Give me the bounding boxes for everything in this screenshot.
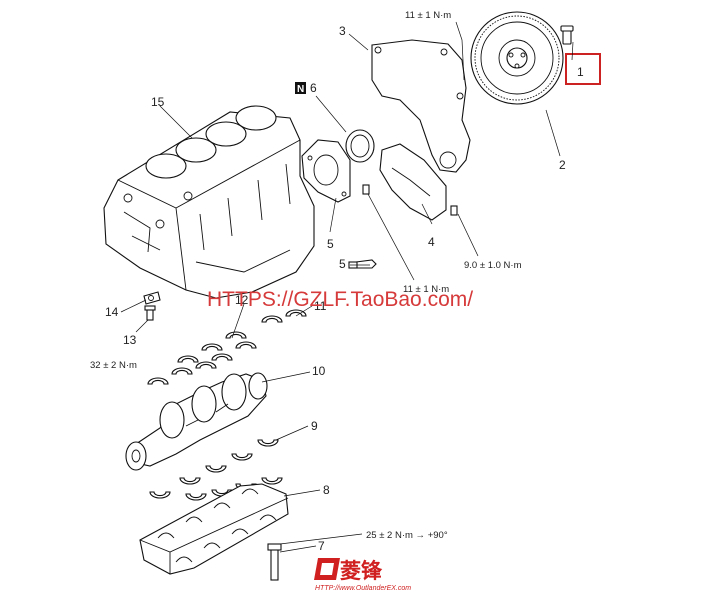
leader-lines <box>120 21 574 553</box>
label-13: 13 <box>123 333 137 347</box>
torque-cover: 9.0 ± 1.0 N·m <box>464 260 522 271</box>
svg-text:N: N <box>297 84 304 95</box>
bearing-cap <box>139 483 289 575</box>
brand-logo: 菱锋 HTTP://www.OutlanderEX.com <box>314 558 411 592</box>
label-1: 1 <box>577 65 584 79</box>
label-2: 2 <box>559 158 566 172</box>
oil-seal-case <box>301 139 351 203</box>
label-4: 4 <box>428 235 435 249</box>
cover-bolt <box>450 205 458 216</box>
label-7: 7 <box>318 539 325 553</box>
label-11: 11 <box>314 299 327 313</box>
label-6: 6 <box>310 81 317 95</box>
rear-plate <box>371 39 471 173</box>
brand-name: 菱锋 <box>340 559 383 583</box>
bell-housing-cover <box>379 143 447 221</box>
oil-jet-bolt <box>144 305 156 321</box>
cap-bolt <box>267 543 282 581</box>
crankshaft <box>125 372 268 471</box>
seal-case-bolt <box>362 184 370 195</box>
highlight-box <box>565 53 601 85</box>
label-12: 12 <box>235 293 249 307</box>
label-5-case: 5 <box>327 237 334 251</box>
label-15: 15 <box>151 95 165 109</box>
label-10: 10 <box>312 364 326 378</box>
oil-seal <box>345 129 375 163</box>
torque-cap-bolt: 25 ± 2 N·m → +90° <box>366 530 448 541</box>
label-3: 3 <box>339 24 346 38</box>
flywheel <box>470 11 564 105</box>
sealant-tube <box>348 259 377 269</box>
brand-url: HTTP://www.OutlanderEX.com <box>315 585 411 592</box>
label-8: 8 <box>323 483 330 497</box>
torque-rear-plate: 11 ± 1 N·m <box>405 10 451 21</box>
torque-oil-jet: 32 ± 2 N·m <box>90 360 137 371</box>
label-9: 9 <box>311 419 318 433</box>
upper-bearings <box>147 309 307 385</box>
oil-jet <box>143 291 161 305</box>
label-5: 5 <box>339 257 346 271</box>
new-part-badge: N <box>295 82 306 95</box>
label-14: 14 <box>105 305 119 319</box>
torque-seal-case: 11 ± 1 N·m <box>403 284 449 295</box>
flywheel-bolt <box>560 25 574 45</box>
cylinder-block <box>103 105 315 299</box>
watermark-url: HTTPS://GZLF.TaoBao.com/ <box>207 288 473 311</box>
